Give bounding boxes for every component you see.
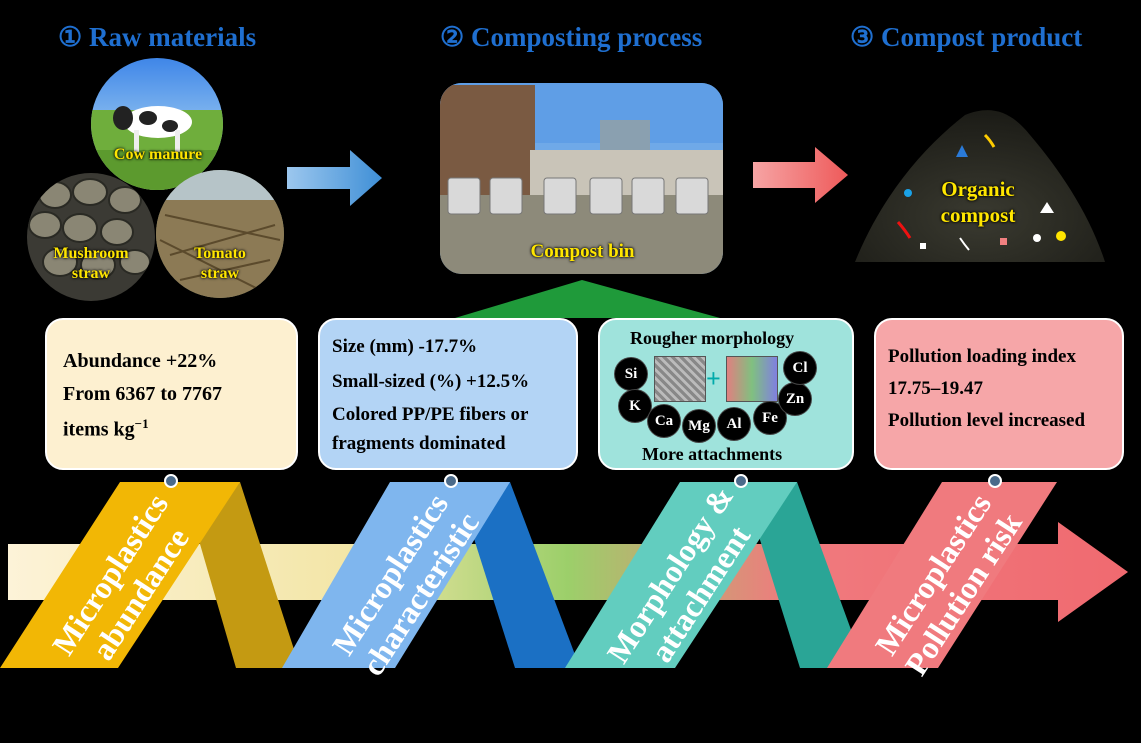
card-characteristic: Size (mm) -17.7% Small-sized (%) +12.5% …: [318, 318, 578, 470]
mushroom-straw-label: Mushroom straw: [53, 245, 129, 282]
flow-arrow-2: [753, 147, 848, 203]
organic-compost-label: Organic compost: [940, 177, 1016, 227]
compost-bin-photo: [440, 83, 723, 274]
size-change: Size (mm) -17.7%: [332, 336, 478, 357]
element-ca: Ca: [648, 405, 680, 437]
small-size-change: Small-sized (%) +12.5%: [332, 371, 530, 392]
abundance-range: From 6367 to 7767: [63, 383, 223, 405]
connector-dots: [164, 474, 1002, 488]
element-al: Al: [718, 408, 750, 440]
stage-heading-compost-product: ③ Compost product: [850, 22, 1083, 52]
element-k: K: [619, 390, 651, 422]
main-flow-arrow: [8, 522, 1128, 622]
card-pollution: Pollution loading index 17.75–19.47 Poll…: [874, 318, 1124, 470]
plus-icon: +: [706, 364, 721, 393]
card-morphology: Rougher morphology + More attachments: [598, 318, 854, 470]
microplastic-particles: [896, 133, 1066, 251]
bin-base-triangle: [455, 280, 720, 318]
band-morphology-back: [742, 482, 865, 668]
band-characteristic-front: [282, 482, 510, 668]
stage-heading-composting-process: ② Composting process: [440, 22, 703, 52]
band-abundance-front: [0, 482, 240, 668]
band-pollution-front: [827, 482, 1057, 668]
card-abundance: Abundance +22% From 6367 to 7767 items k…: [45, 318, 298, 470]
element-mg: Mg: [683, 410, 715, 442]
abundance-change: Abundance +22%: [63, 350, 218, 372]
compost-bin-label: Compost bin: [530, 241, 635, 262]
compost-pile: [855, 110, 1105, 263]
element-zn: Zn: [779, 383, 811, 415]
band-abundance-back: [182, 482, 300, 668]
pollution-index-title: Pollution loading index: [888, 346, 1076, 367]
fiber-type-line1: Colored PP/PE fibers or: [332, 404, 529, 425]
cow-manure-label: Cow manure: [113, 146, 203, 163]
pollution-index-range: 17.75–19.47: [888, 378, 983, 399]
sem-image-2: [726, 356, 778, 402]
flow-arrow-1: [287, 150, 382, 206]
element-cl: Cl: [784, 352, 816, 384]
sem-image-1: [654, 356, 706, 402]
abundance-unit: items kg−1: [63, 416, 149, 441]
band-morphology-front: [565, 482, 797, 668]
element-si: Si: [615, 358, 647, 390]
pollution-level: Pollution level increased: [888, 410, 1086, 431]
band-characteristic-back: [456, 482, 580, 668]
tomato-straw-photo: [156, 170, 284, 298]
tomato-straw-label: Tomato straw: [194, 245, 246, 282]
fiber-type-line2: fragments dominated: [332, 433, 506, 454]
stage-heading-raw-materials: ① Raw materials: [58, 22, 257, 52]
cow-manure-photo: [91, 58, 223, 190]
morphology-title: Rougher morphology: [630, 328, 795, 348]
morphology-footer: More attachments: [642, 444, 783, 464]
mushroom-straw-photo: [27, 173, 155, 301]
